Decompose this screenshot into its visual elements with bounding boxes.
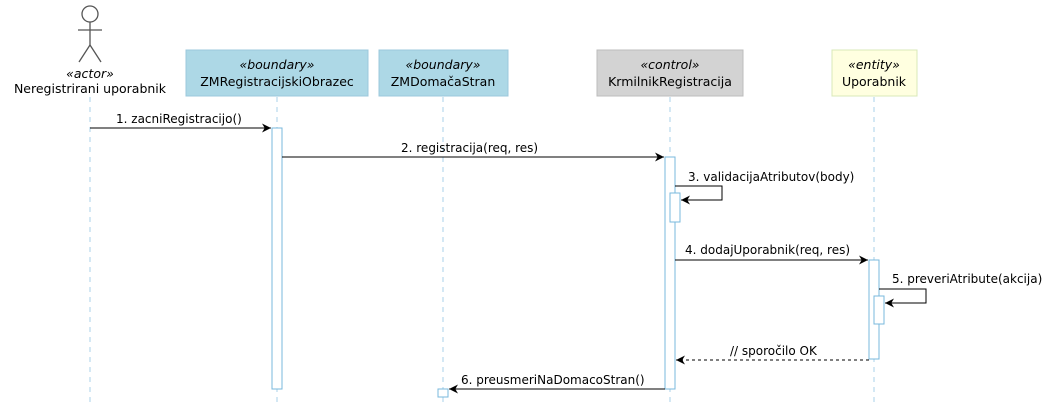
control-name: KrmilnikRegistracija xyxy=(608,74,732,89)
message-1-label: 1. zacniRegistracijo() xyxy=(116,112,242,126)
form-stereotype: «boundary» xyxy=(240,57,315,72)
participant-entity: «entity» Uporabnik xyxy=(831,49,918,97)
actor-icon xyxy=(78,5,102,63)
message-3-label: 3. validacijaAtributov(body) xyxy=(688,170,854,184)
message-4-label: 4. dodajUporabnik(req, res) xyxy=(685,243,850,257)
control-stereotype: «control» xyxy=(640,57,699,72)
message-6-label: 6. preusmeriNaDomacoStran() xyxy=(461,373,645,387)
message-6: 6. preusmeriNaDomacoStran() xyxy=(449,373,665,394)
message-3: 3. validacijaAtributov(body) xyxy=(675,170,854,205)
entity-stereotype: «entity» xyxy=(848,57,900,72)
entity-name: Uporabnik xyxy=(842,74,907,89)
actor-name: Neregistrirani uporabnik xyxy=(14,81,167,96)
activation-control-nested xyxy=(669,192,681,223)
home-name: ZMDomačaStran xyxy=(391,74,496,89)
message-return-label: // sporočilo OK xyxy=(730,344,818,358)
message-return: // sporočilo OK xyxy=(676,344,869,365)
message-4: 4. dodajUporabnik(req, res) xyxy=(675,243,868,265)
form-name: ZMRegistracijskiObrazec xyxy=(200,74,354,89)
activation-control xyxy=(664,156,676,390)
message-1: 1. zacniRegistracijo() xyxy=(90,112,271,133)
message-5-label: 5. preveriAtribute(akcija) xyxy=(892,272,1042,286)
activation-form xyxy=(271,127,283,390)
participant-registration-form: «boundary» ZMRegistracijskiObrazec xyxy=(185,49,369,97)
activation-home xyxy=(437,388,449,398)
message-2-label: 2. registracija(req, res) xyxy=(401,141,538,155)
home-stereotype: «boundary» xyxy=(406,57,481,72)
activation-entity-nested xyxy=(873,295,885,325)
participant-home-page: «boundary» ZMDomačaStran xyxy=(378,49,509,97)
actor-stereotype: «actor» xyxy=(66,66,114,81)
message-2: 2. registracija(req, res) xyxy=(282,141,664,162)
participant-control: «control» KrmilnikRegistracija xyxy=(596,49,744,97)
message-5: 5. preveriAtribute(akcija) xyxy=(879,272,1042,308)
